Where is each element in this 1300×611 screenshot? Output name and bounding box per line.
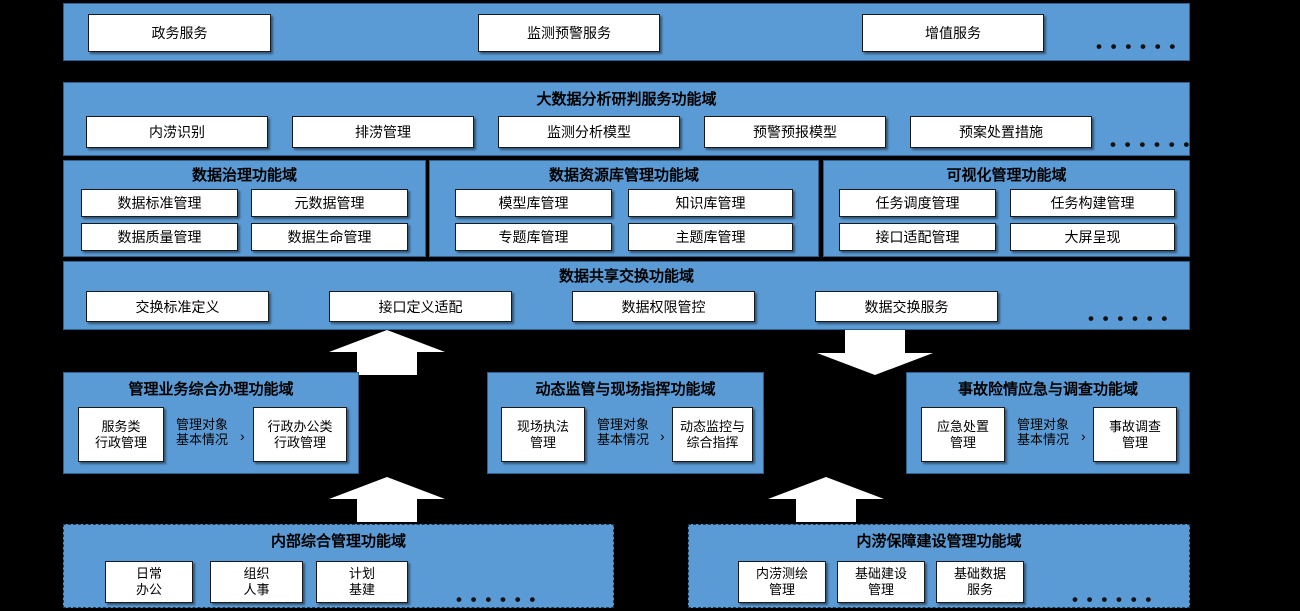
internal-management-title: 内部综合管理功能域 — [270, 533, 406, 550]
visual-item-1[interactable]: 任务构建管理 — [1010, 189, 1175, 217]
service-item-0[interactable]: 政务服务 — [88, 14, 271, 52]
exchange-item-1[interactable]: 接口定义适配 — [329, 291, 512, 322]
visualization-title: 可视化管理功能域 — [946, 167, 1067, 184]
visualization-panel: 可视化管理功能域 任务调度管理 任务构建管理 接口适配管理 大屏呈现 — [823, 160, 1190, 257]
business-panel-title: 管理业务综合办理功能域 — [128, 381, 294, 398]
resource-item-0[interactable]: 模型库管理 — [455, 189, 612, 217]
visual-item-3[interactable]: 大屏呈现 — [1010, 223, 1175, 251]
arrow-down-icon-right — [815, 330, 935, 375]
supervision-panel-title: 动态监管与现场指挥功能域 — [535, 381, 716, 398]
resource-item-3[interactable]: 主题库管理 — [628, 223, 793, 251]
emergency-left-chip[interactable]: 应急处置 管理 — [921, 407, 1005, 462]
supervision-connector-label: 管理对象 基本情况 — [596, 417, 649, 447]
supervision-left-chip[interactable]: 现场执法 管理 — [501, 407, 585, 462]
emergency-right-chip[interactable]: 事故调查 管理 — [1093, 407, 1177, 462]
business-panel: 管理业务综合办理功能域 服务类 行政管理 管理对象 基本情况 › 行政办公类 行… — [63, 372, 359, 474]
infrastructure-item-0[interactable]: 内涝测绘 管理 — [738, 561, 826, 603]
bigdata-item-0[interactable]: 内涝识别 — [86, 116, 268, 148]
infrastructure-ellipsis: • • • • • • — [1072, 590, 1154, 609]
bigdata-panel: 大数据分析研判服务功能域 内涝识别 排涝管理 监测分析模型 预警预报模型 预案处… — [63, 82, 1190, 156]
bigdata-item-4[interactable]: 预案处置措施 — [910, 116, 1092, 148]
service-layer-panel: 政务服务 监测预警服务 增值服务 • • • • • • — [63, 3, 1190, 61]
infrastructure-title: 内涝保障建设管理功能域 — [856, 533, 1022, 550]
arrow-up-icon-infrastructure — [766, 477, 886, 522]
emergency-connector-arrow-icon: › — [1081, 428, 1086, 444]
internal-item-0[interactable]: 日常 办公 — [105, 561, 193, 603]
business-left-chip[interactable]: 服务类 行政管理 — [78, 407, 164, 462]
service-layer-ellipsis: • • • • • • — [1096, 37, 1178, 56]
emergency-panel-title: 事故险情应急与调查功能域 — [957, 381, 1138, 398]
data-resource-panel: 数据资源库管理功能域 模型库管理 知识库管理 专题库管理 主题库管理 — [429, 160, 819, 257]
business-connector-label: 管理对象 基本情况 — [175, 417, 228, 447]
resource-item-1[interactable]: 知识库管理 — [628, 189, 793, 217]
governance-item-3[interactable]: 数据生命管理 — [251, 223, 408, 251]
exchange-item-3[interactable]: 数据交换服务 — [815, 291, 998, 322]
data-exchange-panel: 数据共享交换功能域 交换标准定义 接口定义适配 数据权限管控 数据交换服务 • … — [63, 261, 1190, 330]
governance-item-2[interactable]: 数据质量管理 — [81, 223, 238, 251]
bigdata-item-1[interactable]: 排涝管理 — [292, 116, 474, 148]
internal-item-2[interactable]: 计划 基建 — [316, 561, 408, 603]
data-resource-title: 数据资源库管理功能域 — [548, 167, 699, 184]
supervision-panel: 动态监管与现场指挥功能域 现场执法 管理 管理对象 基本情况 › 动态监控与 综… — [487, 372, 764, 474]
arrow-up-icon-left — [327, 330, 447, 375]
supervision-right-chip[interactable]: 动态监控与 综合指挥 — [672, 407, 753, 462]
arrow-up-icon-internal — [327, 477, 447, 522]
bigdata-item-3[interactable]: 预警预报模型 — [704, 116, 886, 148]
internal-ellipsis: • • • • • • — [456, 590, 538, 609]
business-connector-arrow-icon: › — [240, 428, 245, 444]
resource-item-2[interactable]: 专题库管理 — [455, 223, 612, 251]
emergency-panel: 事故险情应急与调查功能域 应急处置 管理 管理对象 基本情况 › 事故调查 管理 — [906, 372, 1190, 474]
infrastructure-item-1[interactable]: 基础建设 管理 — [837, 561, 925, 603]
infrastructure-item-2[interactable]: 基础数据 服务 — [936, 561, 1024, 603]
bigdata-panel-title: 大数据分析研判服务功能域 — [536, 91, 717, 108]
internal-item-1[interactable]: 组织 人事 — [210, 561, 303, 603]
internal-management-panel: 内部综合管理功能域 日常 办公 组织 人事 计划 基建 • • • • • • — [63, 524, 614, 608]
business-right-chip[interactable]: 行政办公类 行政管理 — [253, 407, 347, 462]
emergency-connector-label: 管理对象 基本情况 — [1016, 417, 1069, 447]
service-item-2[interactable]: 增值服务 — [862, 14, 1044, 52]
data-governance-panel: 数据治理功能域 数据标准管理 元数据管理 数据质量管理 数据生命管理 — [63, 160, 426, 257]
service-item-1[interactable]: 监测预警服务 — [478, 14, 660, 52]
data-exchange-title: 数据共享交换功能域 — [558, 268, 694, 285]
bigdata-ellipsis: • • • • • • — [1110, 135, 1192, 154]
exchange-item-2[interactable]: 数据权限管控 — [572, 291, 755, 322]
exchange-item-0[interactable]: 交换标准定义 — [86, 291, 269, 322]
data-governance-title: 数据治理功能域 — [191, 167, 297, 184]
infrastructure-panel: 内涝保障建设管理功能域 内涝测绘 管理 基础建设 管理 基础数据 服务 • • … — [688, 524, 1190, 608]
bigdata-item-2[interactable]: 监测分析模型 — [498, 116, 680, 148]
supervision-connector-arrow-icon: › — [660, 428, 665, 444]
visual-item-2[interactable]: 接口适配管理 — [839, 223, 996, 251]
exchange-ellipsis: • • • • • • — [1088, 309, 1170, 328]
visual-item-0[interactable]: 任务调度管理 — [839, 189, 996, 217]
governance-item-0[interactable]: 数据标准管理 — [81, 189, 238, 217]
governance-item-1[interactable]: 元数据管理 — [251, 189, 408, 217]
